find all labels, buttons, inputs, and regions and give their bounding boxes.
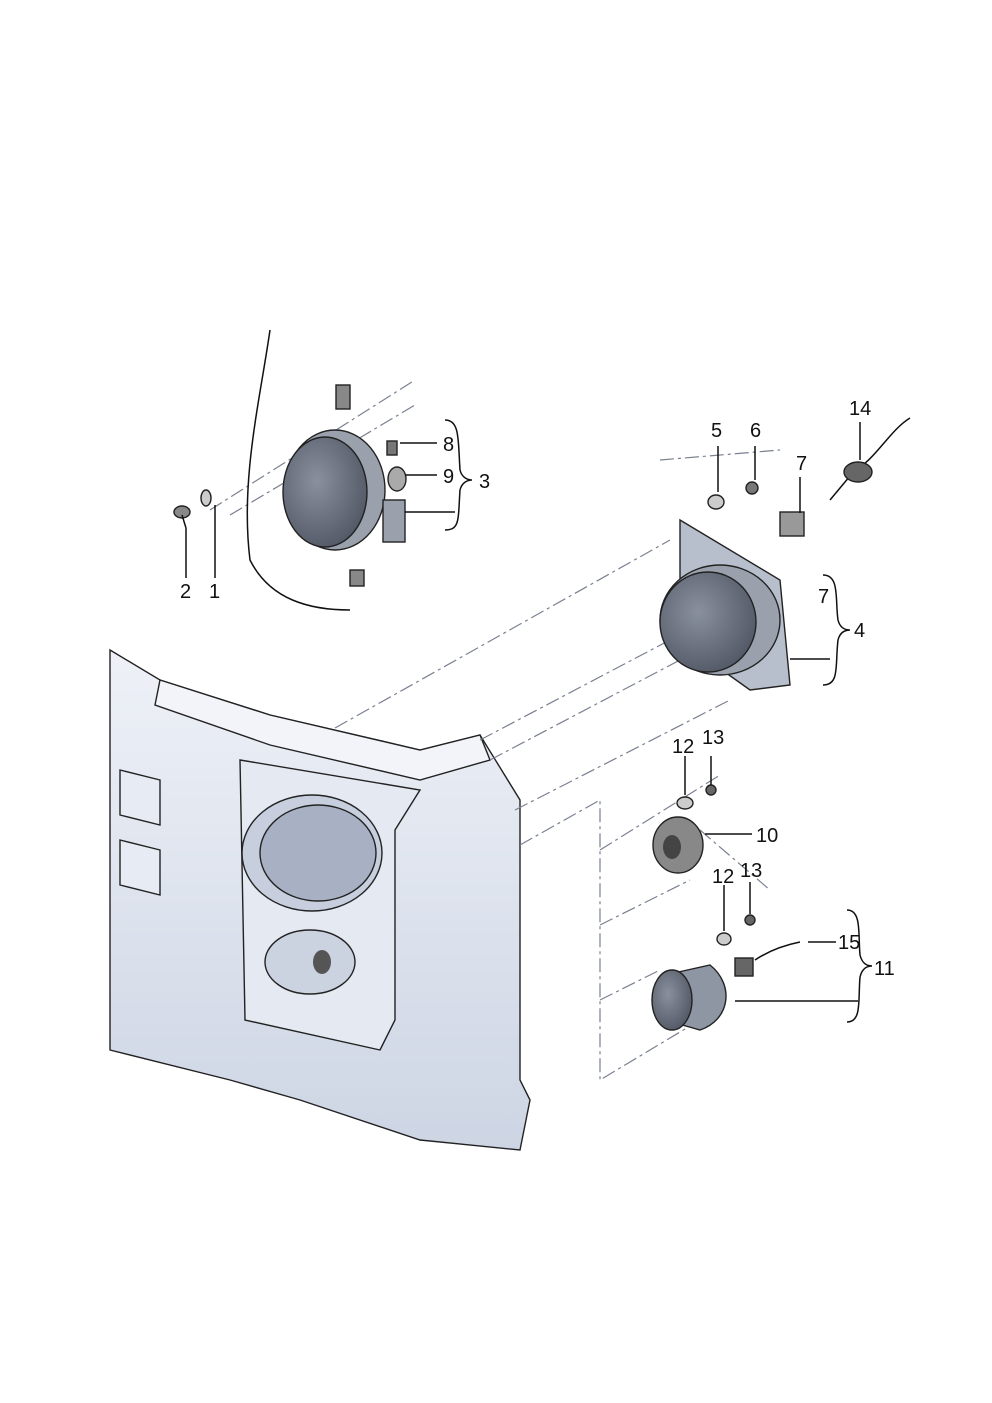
- nut-13a: [705, 784, 717, 796]
- front-body-panel: [109, 648, 531, 1151]
- bulb-8: [386, 440, 398, 456]
- callout-9: 9: [443, 466, 454, 488]
- headlight-assembly-4: [659, 518, 791, 691]
- washer-1: [200, 489, 212, 507]
- fog-light-11: [651, 964, 727, 1031]
- callout-12a: 12: [672, 736, 694, 758]
- callout-11: 11: [874, 958, 895, 980]
- callout-13a: 13: [702, 727, 724, 749]
- washer-12b: [716, 932, 732, 946]
- callout-3: 3: [479, 471, 490, 493]
- nut-6: [745, 481, 759, 495]
- callout-1: 1: [209, 581, 220, 603]
- bulb-7: [779, 511, 805, 537]
- callout-7-brace: 7: [818, 586, 829, 608]
- nut-13b: [744, 914, 756, 926]
- fog-light-cover-10: [652, 816, 704, 874]
- screw-2: [173, 505, 191, 529]
- callout-6: 6: [750, 420, 761, 442]
- leader-lines: [209, 379, 781, 1082]
- callout-2: 2: [180, 581, 191, 603]
- callout-12b: 12: [712, 866, 734, 888]
- callout-14: 14: [849, 398, 871, 420]
- washer-5: [707, 494, 725, 510]
- bulb-9: [387, 466, 407, 492]
- wire-harness-14: [829, 417, 911, 501]
- callout-15: 15: [838, 932, 860, 954]
- callout-4: 4: [854, 620, 865, 642]
- headlight-assembly-3: [246, 329, 406, 611]
- callout-10: 10: [756, 825, 778, 847]
- bulb-15: [734, 941, 801, 977]
- callout-5: 5: [711, 420, 722, 442]
- callout-leaders: [185, 419, 873, 1023]
- callout-8: 8: [443, 434, 454, 456]
- washer-12a: [676, 796, 694, 810]
- callout-labels: 1 2 3 4 5 6 7 7 8 9 10 11 12 13 12 13 14…: [180, 398, 895, 980]
- callout-13b: 13: [740, 860, 762, 882]
- callout-7-bulb: 7: [796, 453, 807, 475]
